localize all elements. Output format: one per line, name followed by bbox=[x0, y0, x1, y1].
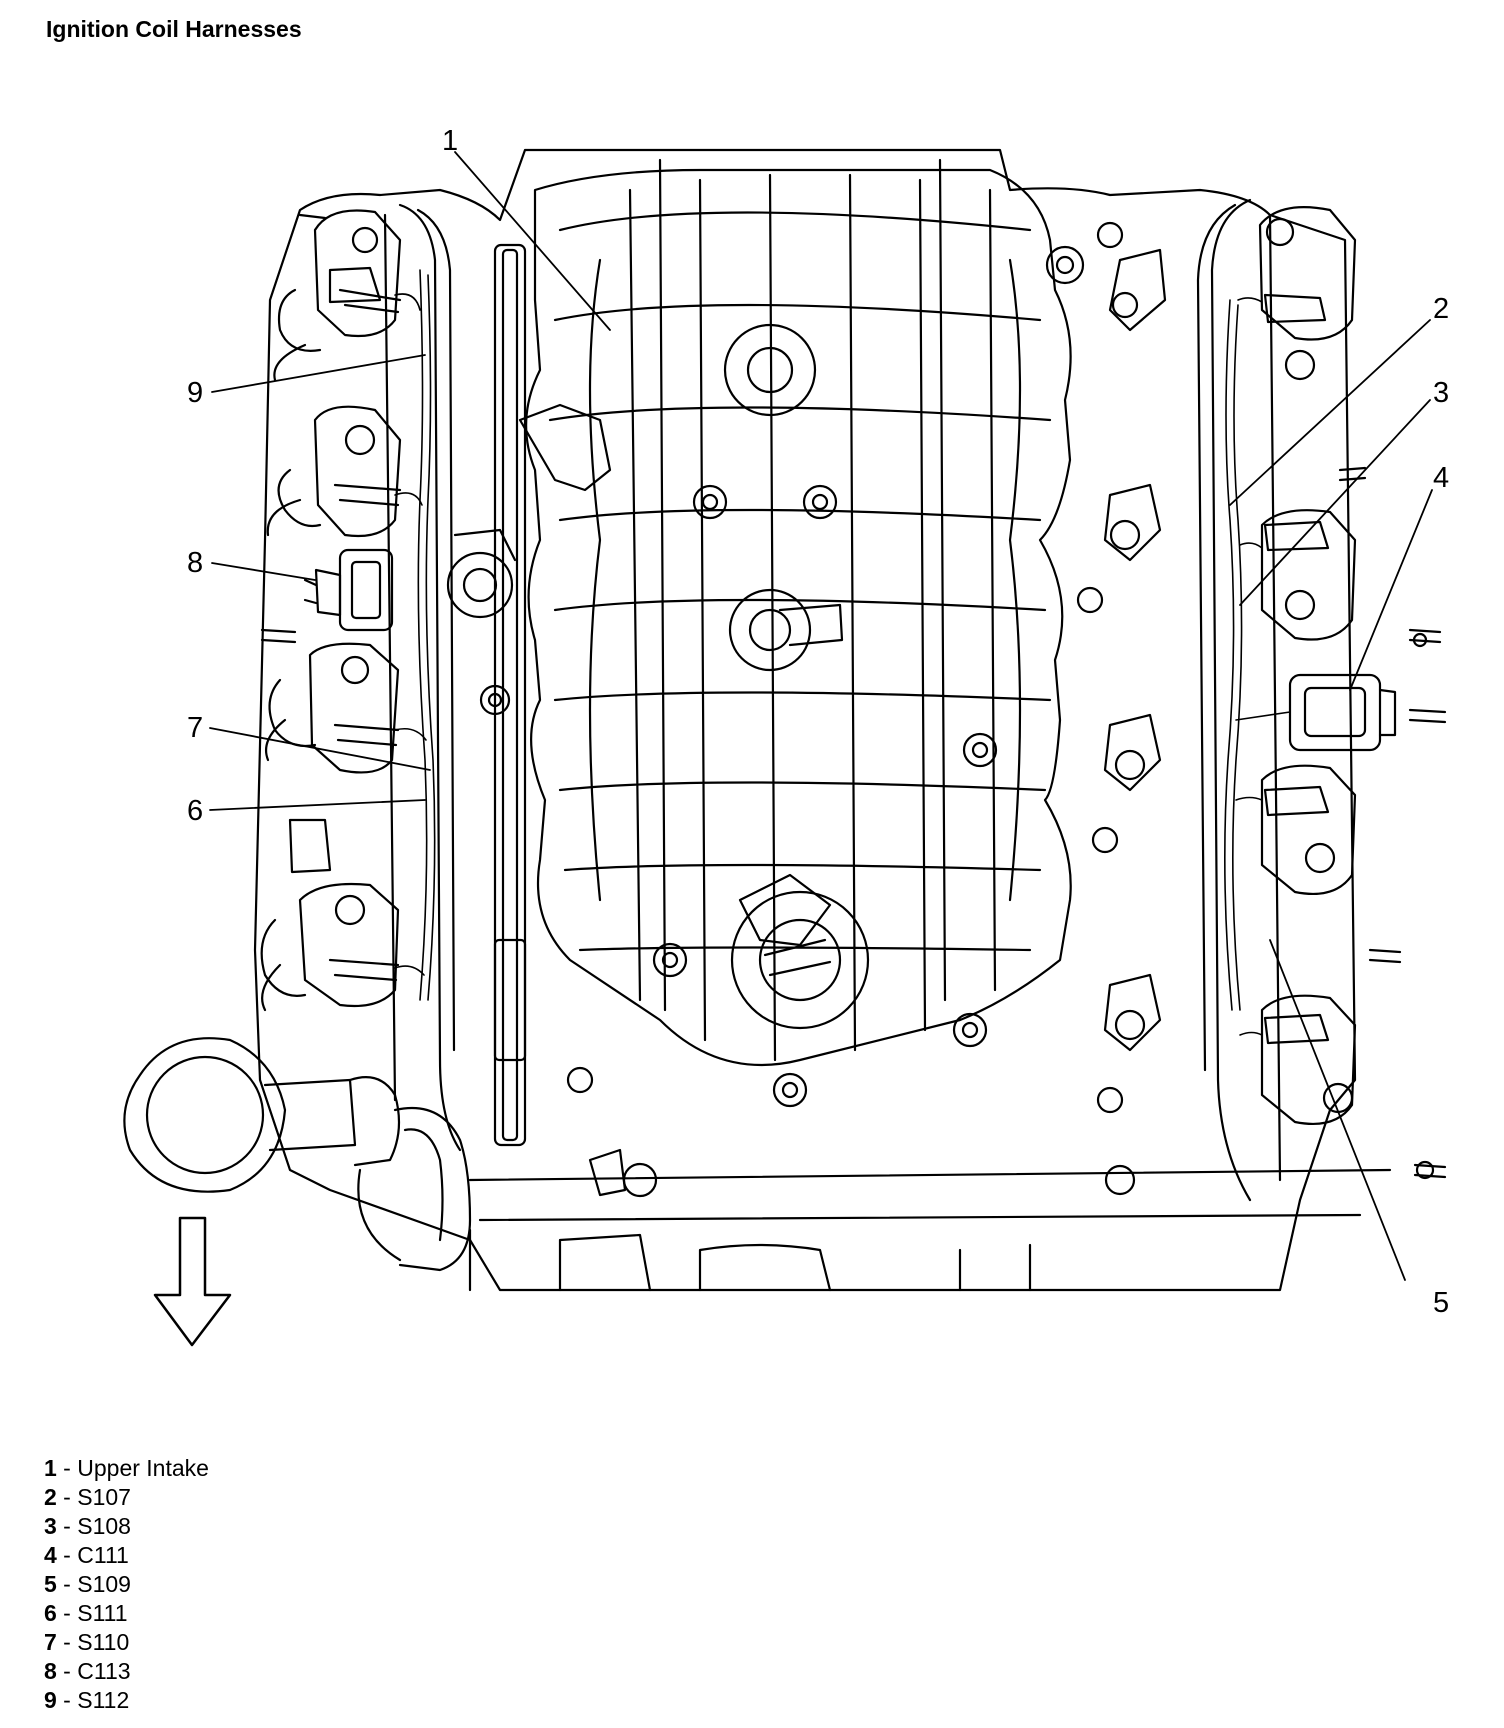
callout-9: 9 bbox=[187, 377, 203, 409]
right-studs bbox=[1338, 466, 1447, 1180]
arrow-down-icon bbox=[153, 1216, 232, 1347]
right-valve-cover bbox=[1196, 198, 1282, 1202]
left-coil-3 bbox=[264, 642, 400, 874]
legend-item-3: 3 - S108 bbox=[44, 1512, 209, 1541]
left-connector-c113 bbox=[260, 548, 394, 644]
oil-fill-cap bbox=[123, 1037, 472, 1272]
leader-line-7 bbox=[209, 727, 431, 771]
callout-3: 3 bbox=[1433, 377, 1449, 409]
legend-label: Upper Intake bbox=[77, 1455, 209, 1481]
legend-item-2: 2 - S107 bbox=[44, 1483, 209, 1512]
callout-1: 1 bbox=[442, 125, 458, 157]
leader-line-5 bbox=[1269, 939, 1406, 1281]
legend-number: 9 bbox=[44, 1687, 57, 1713]
legend-label: S110 bbox=[77, 1629, 130, 1655]
legend-label: S111 bbox=[77, 1600, 128, 1626]
left-valve-cover bbox=[383, 203, 527, 1152]
legend-label: C111 bbox=[77, 1542, 129, 1568]
legend-number: 6 bbox=[44, 1600, 57, 1626]
leader-line-6 bbox=[209, 799, 426, 811]
legend-separator: - bbox=[56, 1484, 78, 1510]
right-coil-4 bbox=[1260, 994, 1357, 1126]
callout-4: 4 bbox=[1433, 462, 1449, 494]
callout-5: 5 bbox=[1433, 1287, 1449, 1319]
legend-label: S107 bbox=[77, 1484, 131, 1510]
legend-item-7: 7 - S110 bbox=[44, 1628, 209, 1657]
leader-line-4 bbox=[1349, 489, 1433, 691]
legend-label: S108 bbox=[77, 1513, 131, 1539]
callout-8: 8 bbox=[187, 547, 203, 579]
left-coil-4 bbox=[260, 882, 400, 1012]
legend-item-6: 6 - S111 bbox=[44, 1599, 209, 1628]
legend-number: 8 bbox=[44, 1658, 57, 1684]
left-coil-2 bbox=[266, 405, 402, 538]
callout-labels: 1 2 3 4 5 6 7 8 9 bbox=[187, 125, 1449, 1319]
legend-item-5: 5 - S109 bbox=[44, 1570, 209, 1599]
lower-engine-structure bbox=[468, 1148, 1392, 1292]
callout-6: 6 bbox=[187, 795, 203, 827]
legend-separator: - bbox=[56, 1658, 78, 1684]
legend-number: 5 bbox=[44, 1571, 57, 1597]
legend-separator: - bbox=[56, 1687, 78, 1713]
left-coil-1 bbox=[273, 209, 402, 382]
callout-2: 2 bbox=[1433, 293, 1449, 325]
right-coil-3 bbox=[1260, 764, 1357, 896]
right-connector-c111 bbox=[1288, 673, 1397, 752]
callout-legend: 1 - Upper Intake 2 - S107 3 - S108 4 - C… bbox=[44, 1454, 209, 1715]
legend-label: S109 bbox=[77, 1571, 131, 1597]
legend-item-9: 9 - S112 bbox=[44, 1686, 209, 1715]
legend-number: 3 bbox=[44, 1513, 57, 1539]
fuel-injectors-right bbox=[1045, 221, 1167, 1052]
upper-intake bbox=[525, 158, 1072, 1067]
leader-line-2 bbox=[1229, 319, 1431, 506]
legend-separator: - bbox=[56, 1455, 78, 1481]
legend-item-1: 1 - Upper Intake bbox=[44, 1454, 209, 1483]
legend-item-8: 8 - C113 bbox=[44, 1657, 209, 1686]
engine-outline bbox=[253, 148, 1357, 1292]
legend-number: 1 bbox=[44, 1455, 57, 1481]
right-coil-2 bbox=[1260, 509, 1357, 641]
legend-label: S112 bbox=[77, 1687, 130, 1713]
throttle-body bbox=[730, 873, 870, 1030]
left-harness bbox=[394, 269, 436, 1001]
engine-diagram: 1 2 3 4 5 6 7 8 9 bbox=[123, 125, 1449, 1347]
leader-lines bbox=[209, 151, 1433, 1281]
leader-line-3 bbox=[1239, 399, 1431, 606]
leader-line-9 bbox=[211, 354, 426, 393]
legend-number: 4 bbox=[44, 1542, 57, 1568]
leader-line-8 bbox=[211, 562, 316, 581]
leader-line-1 bbox=[454, 151, 611, 331]
legend-number: 2 bbox=[44, 1484, 57, 1510]
page-title: Ignition Coil Harnesses bbox=[46, 16, 302, 42]
legend-separator: - bbox=[56, 1600, 78, 1626]
legend-separator: - bbox=[56, 1513, 78, 1539]
legend-separator: - bbox=[56, 1629, 78, 1655]
legend-number: 7 bbox=[44, 1629, 57, 1655]
legend-separator: - bbox=[56, 1542, 78, 1568]
sensor-left bbox=[446, 403, 612, 619]
legend-separator: - bbox=[56, 1571, 78, 1597]
legend-item-4: 4 - C111 bbox=[44, 1541, 209, 1570]
right-coil-1 bbox=[1258, 206, 1357, 381]
legend-label: C113 bbox=[77, 1658, 131, 1684]
intake-bolts bbox=[479, 484, 1124, 1114]
right-harness bbox=[1224, 297, 1291, 1036]
callout-7: 7 bbox=[187, 712, 203, 744]
